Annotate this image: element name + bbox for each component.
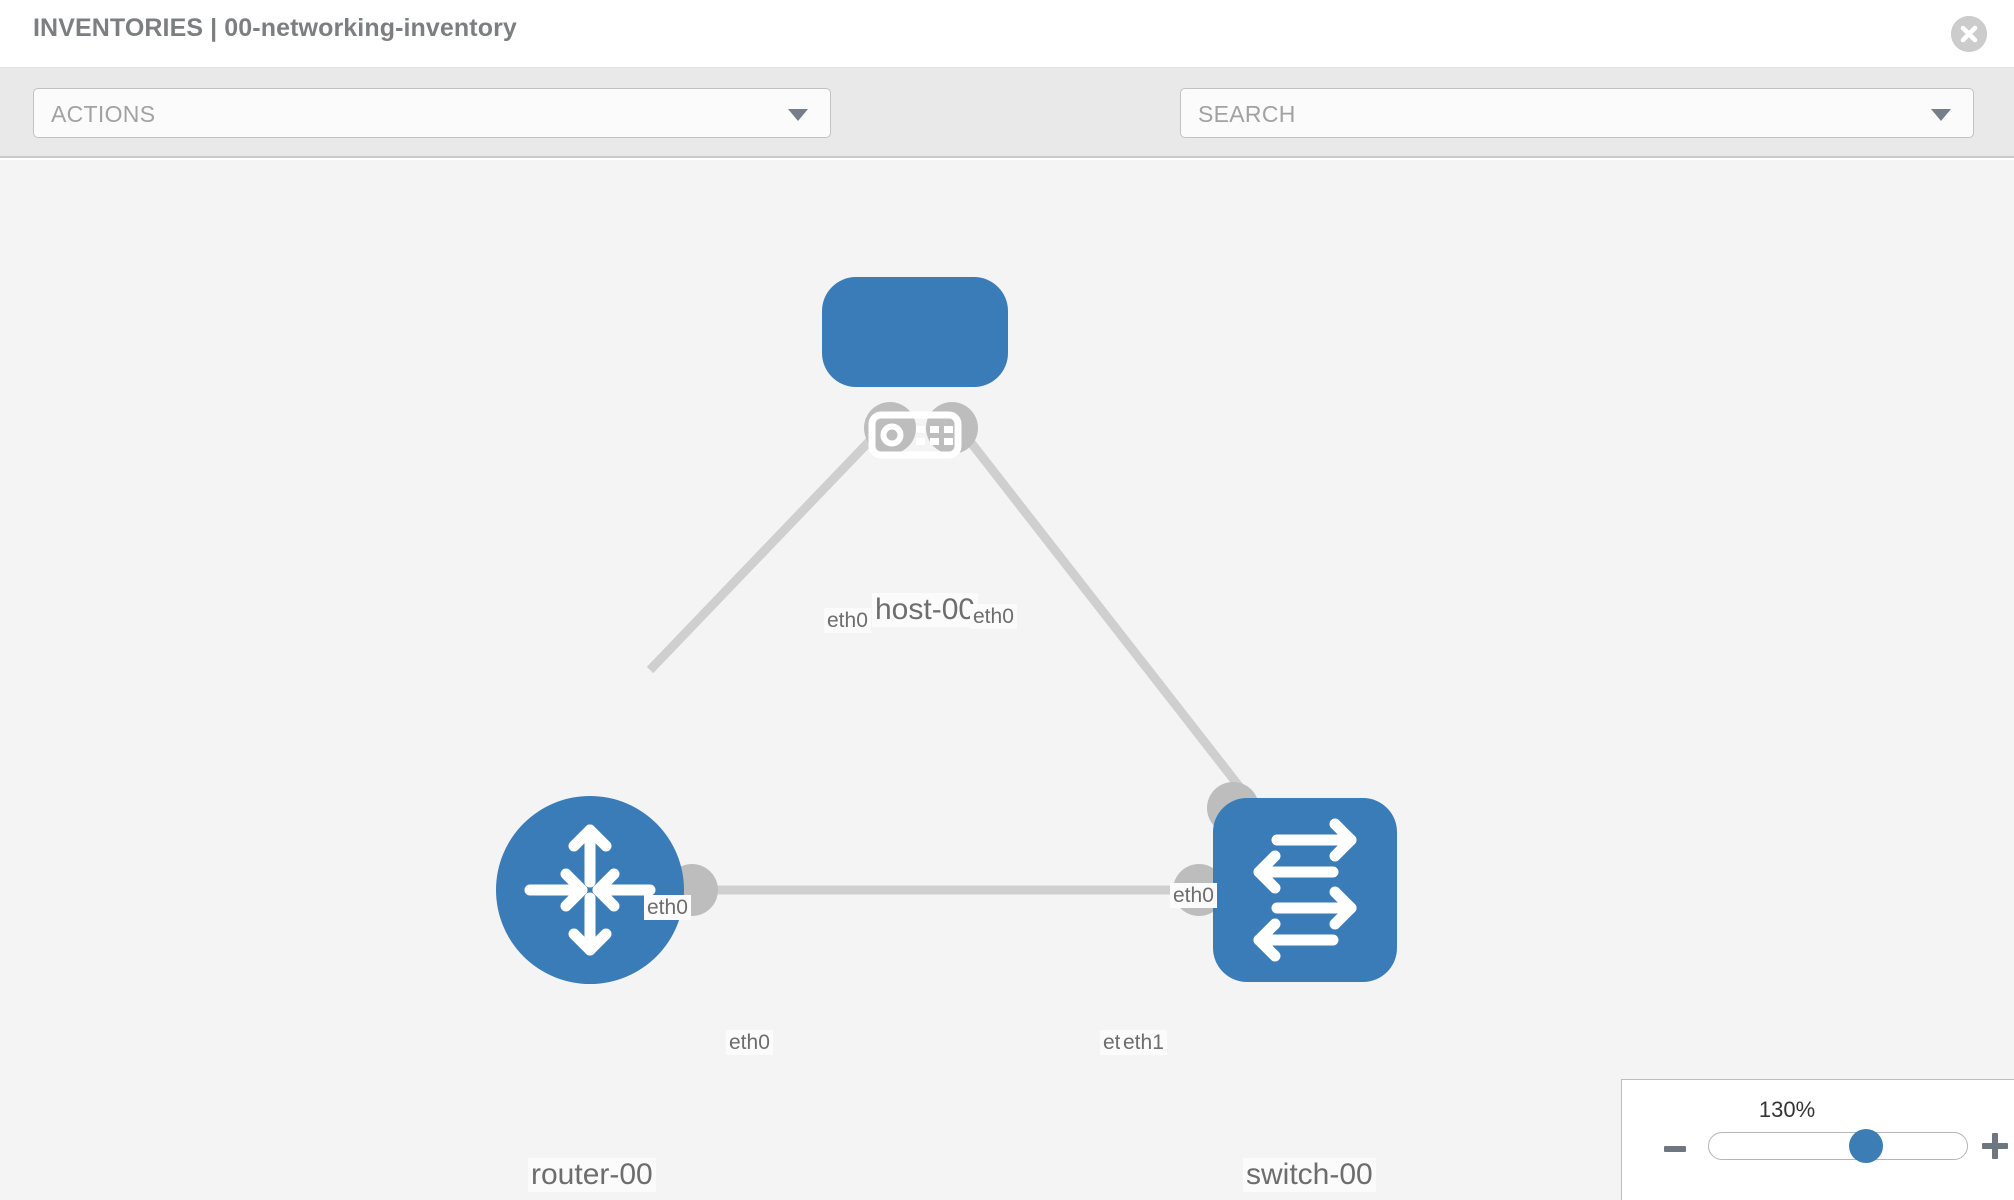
zoom-percent-label: 130%: [1758, 1097, 1816, 1122]
close-icon: [1951, 16, 1987, 52]
port-label-host-left: eth0: [824, 608, 871, 633]
node-label-switch-00: switch-00: [1243, 1158, 1376, 1192]
zoom-slider-handle[interactable]: [1849, 1129, 1884, 1163]
search-input[interactable]: SEARCH: [1180, 88, 1974, 138]
router-arrows-icon: [524, 824, 656, 956]
chevron-down-icon: [1931, 109, 1951, 121]
zoom-slider[interactable]: [1708, 1129, 1968, 1163]
toolbar: ACTIONS SEARCH: [0, 68, 2014, 197]
zoom-out-button[interactable]: [1664, 1146, 1686, 1152]
node-switch-00[interactable]: [1213, 798, 1397, 982]
search-placeholder: SEARCH: [1198, 101, 1296, 127]
topology-graph: [496, 277, 1397, 984]
link-host-switch[interactable]: [954, 423, 1246, 793]
port-label-router-up: eth0: [644, 895, 691, 920]
link-host-router[interactable]: [646, 422, 888, 674]
node-label-router-00: router-00: [528, 1158, 656, 1192]
close-button[interactable]: [1951, 16, 1987, 52]
topology-canvas[interactable]: eth0 host-00 eth0 eth0 eth0 eth0 eth eth…: [0, 160, 2014, 1200]
node-router-00[interactable]: [496, 796, 684, 984]
chevron-down-icon: [788, 109, 808, 121]
port-label-host-right: eth0: [970, 604, 1017, 629]
zoom-control: 130%: [1621, 1079, 2014, 1200]
page-title: INVENTORIES | 00-networking-inventory: [33, 14, 517, 42]
actions-dropdown[interactable]: ACTIONS: [33, 88, 831, 138]
zoom-in-button[interactable]: [1982, 1133, 2008, 1159]
node-label-host-00: host-00: [872, 593, 979, 627]
switch-arrows-icon: [1253, 818, 1357, 962]
port-label-router-right: eth0: [726, 1030, 773, 1055]
port-label-switch-left-b: eth1: [1120, 1030, 1167, 1055]
node-host-00[interactable]: [822, 277, 1008, 459]
page-header: INVENTORIES | 00-networking-inventory: [0, 0, 2014, 68]
actions-dropdown-label: ACTIONS: [51, 101, 156, 127]
port-label-switch-up: eth0: [1170, 883, 1217, 908]
server-icon: [868, 411, 962, 459]
